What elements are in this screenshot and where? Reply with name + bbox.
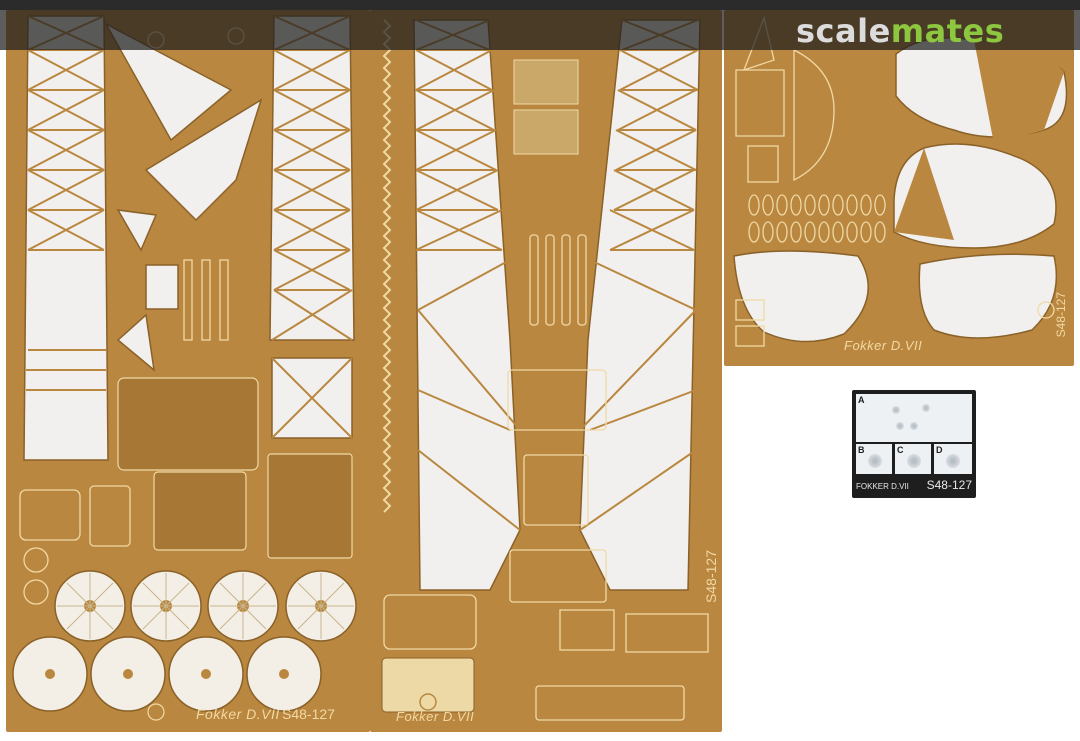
- film-pane-c: C: [895, 444, 931, 474]
- fret-right-etching: [733, 15, 1068, 347]
- fret-right-name: Fokker D.VII: [844, 338, 923, 353]
- photo-etched-fret-middle: Fokker D.VII S48-127: [370, 10, 722, 732]
- film-instrument-dot: [946, 454, 960, 468]
- film-caption-right: S48-127: [926, 478, 972, 492]
- film-instrument-dot: [910, 422, 918, 430]
- film-pane-label-d: D: [936, 445, 943, 455]
- film-instrument-dot: [907, 454, 921, 468]
- film-instrument-dot: [896, 422, 904, 430]
- film-caption-left: FOKKER D.VII: [856, 482, 909, 491]
- photo-etched-fret-left: Fokker D.VII S48-127: [6, 10, 370, 732]
- top-border: [0, 0, 1080, 10]
- film-pane-label-c: C: [897, 445, 904, 455]
- film-pane-label-a: A: [858, 395, 865, 405]
- film-instrument-dot: [868, 454, 882, 468]
- film-instrument-dot: [892, 406, 900, 414]
- film-pane-label-b: B: [858, 445, 865, 455]
- film-pane-d: D: [934, 444, 972, 474]
- photo-etched-fret-right: Fokker D.VII S48-127: [724, 10, 1074, 366]
- film-instrument-dot: [922, 404, 930, 412]
- scalemates-logo: scalemates: [796, 12, 1005, 50]
- fret-left-code: S48-127: [282, 706, 335, 722]
- film-pane-a: A: [856, 394, 972, 442]
- fret-middle-etching: [381, 19, 709, 721]
- acetate-film-sheet: A B C D FOKKER D.VII S48-127: [852, 390, 976, 498]
- fret-middle-code: S48-127: [703, 550, 719, 603]
- watermark-banner: scalemates: [0, 10, 1080, 50]
- fret-left-etching: [12, 15, 357, 721]
- fret-middle-name: Fokker D.VII: [396, 709, 475, 724]
- fret-right-code: S48-127: [1054, 292, 1068, 338]
- film-pane-b: B: [856, 444, 892, 474]
- fret-left-name: Fokker D.VII: [196, 706, 280, 722]
